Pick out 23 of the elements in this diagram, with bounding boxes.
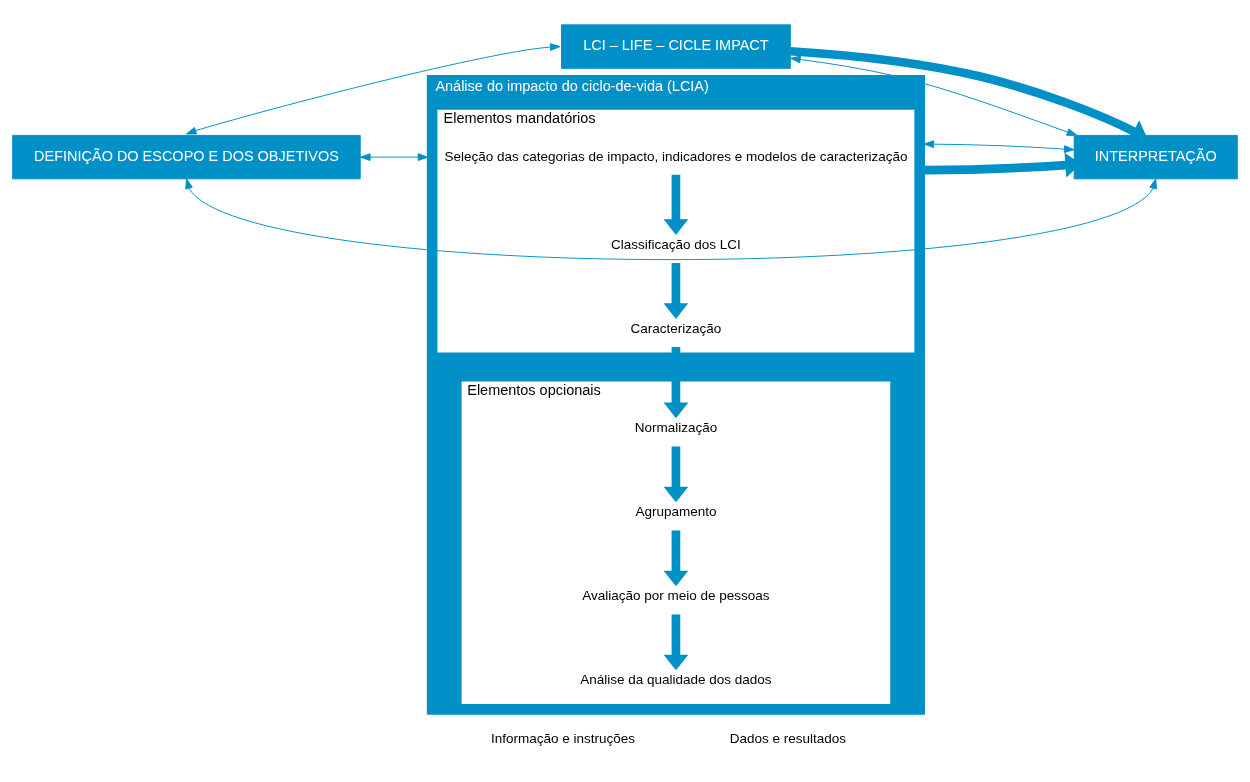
arrow: [790, 55, 1078, 136]
arrow: [663, 263, 689, 319]
arrow: [663, 614, 689, 671]
arrow: [185, 178, 1157, 261]
arrow: [359, 153, 429, 161]
node-text: Agrupamento: [635, 504, 717, 520]
node-box: INTERPRETAÇÃO: [1073, 134, 1238, 180]
node-box: DEFINIÇÃO DO ESCOPO E DOS OBJETIVOS: [12, 134, 361, 180]
node-text: Normalização: [634, 420, 718, 436]
node-text: Análise da qualidade dos dados: [580, 672, 772, 688]
node-text: Classificação dos LCI: [611, 237, 741, 253]
arrow: [663, 530, 689, 587]
arrow: [663, 174, 689, 235]
arrow: [663, 446, 689, 503]
node-text: Caracterização: [630, 321, 722, 337]
node-box: LCI – LIFE – CICLE IMPACT: [561, 24, 791, 69]
arrow: [663, 346, 689, 419]
arrow: [185, 43, 561, 135]
legend-label: Informação e instruções: [490, 731, 636, 747]
node-text: Avaliação por meio de pessoas: [582, 588, 770, 604]
legend-label: Dados e resultados: [729, 731, 847, 747]
arrow: [923, 140, 1075, 153]
node-text: Seleção das categorias de impacto, indicadores e modelos de caracterização: [444, 148, 908, 164]
